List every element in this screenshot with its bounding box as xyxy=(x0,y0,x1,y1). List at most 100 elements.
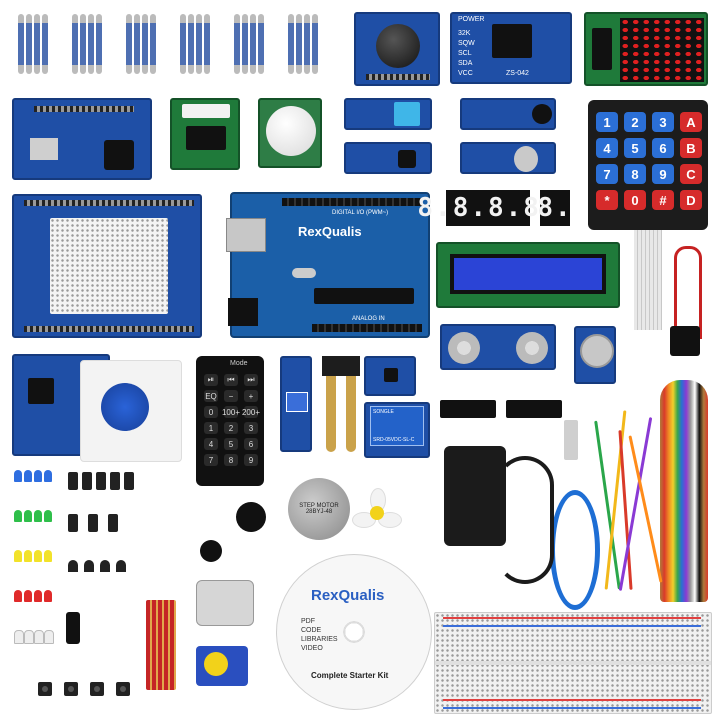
resource-disc: RexQualis PDF CODE LIBRARIES VIDEO Compl… xyxy=(276,554,432,710)
relay-model: SRD-05VDC-SL-C xyxy=(373,437,415,443)
keypad-key-3[interactable]: 3 xyxy=(652,112,674,132)
usb-port xyxy=(226,218,266,252)
remote-key-prev[interactable]: ⏮ xyxy=(224,374,238,386)
prototype-shield xyxy=(12,194,202,338)
disc-line-code: CODE xyxy=(301,627,322,634)
rtc-label-sqw: SQW xyxy=(458,40,475,47)
keypad-key-7[interactable]: 7 xyxy=(596,164,618,184)
resistor-pack xyxy=(12,14,342,86)
remote-key-5[interactable]: 5 xyxy=(224,438,238,450)
remote-key-100[interactable]: 100+ xyxy=(221,406,241,418)
rtc-module: POWER 32K SQW SCL SDA VCC ZS-042 xyxy=(450,12,572,84)
remote-key-3[interactable]: 3 xyxy=(244,422,258,434)
rfid-keyfob xyxy=(101,383,149,431)
remote-key-0[interactable]: 0 xyxy=(204,406,218,418)
remote-key-8[interactable]: 8 xyxy=(224,454,238,466)
lcd-screen xyxy=(450,254,606,294)
one-digit-value: 8. xyxy=(537,193,573,223)
fan-propeller xyxy=(352,488,402,536)
keypad-key-hash[interactable]: # xyxy=(652,190,674,210)
keypad-key-5[interactable]: 5 xyxy=(624,138,646,158)
remote-key-plus[interactable]: + xyxy=(244,390,258,402)
active-buzzer xyxy=(236,502,266,532)
joystick-module xyxy=(354,12,440,86)
relay-brand: SONGLE xyxy=(373,409,394,415)
keypad-key-a[interactable]: A xyxy=(680,112,702,132)
motor-driver-chip xyxy=(506,400,562,418)
remote-key-2[interactable]: 2 xyxy=(224,422,238,434)
arduino-uno-board: DIGITAL I/O (PWM~) RexQualis ANALOG IN xyxy=(226,192,430,338)
keypad-key-d[interactable]: D xyxy=(680,190,702,210)
remote-key-7[interactable]: 7 xyxy=(204,454,218,466)
rtc-power-label: POWER xyxy=(458,16,485,23)
pir-sensor-module xyxy=(258,98,322,168)
lcd1602-module xyxy=(436,242,620,308)
step-motor-label: STEP MOTOR 28BYJ-48 xyxy=(299,503,339,515)
capacitor-assortment xyxy=(66,472,136,552)
remote-key-200[interactable]: 200+ xyxy=(241,406,261,418)
remote-key-9[interactable]: 9 xyxy=(244,454,258,466)
membrane-keypad: 1 2 3 A 4 5 6 B 7 8 9 C * 0 # D xyxy=(588,100,708,230)
stepper-driver-module xyxy=(170,98,240,170)
full-breadboard xyxy=(434,612,712,714)
mini-breadboard xyxy=(50,218,168,314)
four-digit-value: 8.8.8.8. xyxy=(417,193,559,223)
keypad-key-4[interactable]: 4 xyxy=(596,138,618,158)
ir-receiver-module xyxy=(344,142,432,174)
keypad-key-8[interactable]: 8 xyxy=(624,164,646,184)
rfid-card xyxy=(80,360,182,462)
led-matrix xyxy=(620,18,704,82)
water-sensor-strip xyxy=(146,600,176,690)
sound-sensor-module xyxy=(460,98,556,130)
transistor-assortment xyxy=(66,560,146,590)
keypad-key-1[interactable]: 1 xyxy=(596,112,618,132)
board-subtitle: DIGITAL I/O (PWM~) xyxy=(332,210,389,216)
ir-remote: Mode ⏯ ⏮ ⏭ EQ − + 0 100+ 200+ 1 2 3 4 5 … xyxy=(196,356,264,486)
tilt-switch xyxy=(66,612,80,644)
keypad-key-b[interactable]: B xyxy=(680,138,702,158)
remote-mode-label: Mode xyxy=(230,360,248,367)
gas-sensor-module xyxy=(574,326,616,384)
keypad-key-6[interactable]: 6 xyxy=(652,138,674,158)
disc-line-video: VIDEO xyxy=(301,645,323,652)
step-motor: STEP MOTOR 28BYJ-48 xyxy=(288,478,350,540)
soil-moisture-probe xyxy=(320,356,362,456)
remote-key-minus[interactable]: − xyxy=(224,390,238,402)
rtc-label-32k: 32K xyxy=(458,30,471,37)
keypad-key-9[interactable]: 9 xyxy=(652,164,674,184)
keypad-key-0[interactable]: 0 xyxy=(624,190,646,210)
keypad-key-c[interactable]: C xyxy=(680,164,702,184)
remote-key-1[interactable]: 1 xyxy=(204,422,218,434)
rtc-label-vcc: VCC xyxy=(458,70,473,77)
remote-key-4[interactable]: 4 xyxy=(204,438,218,450)
remote-key-play[interactable]: ⏯ xyxy=(204,374,218,386)
remote-key-next[interactable]: ⏭ xyxy=(244,374,258,386)
atmega-chip xyxy=(314,288,414,304)
dc-jack xyxy=(228,298,258,326)
rtc-model-label: ZS-042 xyxy=(506,70,529,77)
disc-line-pdf: PDF xyxy=(301,618,315,625)
pir-dome xyxy=(266,106,316,156)
remote-key-6[interactable]: 6 xyxy=(244,438,258,450)
remote-key-eq[interactable]: EQ xyxy=(204,390,218,402)
usb-cable xyxy=(550,420,610,610)
rtc-label-sda: SDA xyxy=(458,60,473,67)
rtc-chip xyxy=(492,24,532,58)
one-digit-seven-segment: 8. xyxy=(537,190,573,226)
rtc-label-scl: SCL xyxy=(458,50,472,57)
rotary-encoder-module xyxy=(460,142,556,174)
keypad-key-star[interactable]: * xyxy=(596,190,618,210)
power-supply-module xyxy=(12,98,152,180)
keypad-key-2[interactable]: 2 xyxy=(624,112,646,132)
led-assortment xyxy=(12,470,62,670)
accelerometer-module xyxy=(364,356,416,396)
power-adapter xyxy=(436,446,556,586)
analog-label: ANALOG IN xyxy=(352,316,385,322)
water-level-sensor-module xyxy=(280,356,312,452)
passive-buzzer xyxy=(200,540,222,562)
disc-brand: RexQualis xyxy=(311,587,385,604)
joystick-knob xyxy=(376,24,420,68)
shift-register-chip xyxy=(440,400,496,418)
dc-motor xyxy=(196,580,254,626)
crystal xyxy=(292,268,316,278)
